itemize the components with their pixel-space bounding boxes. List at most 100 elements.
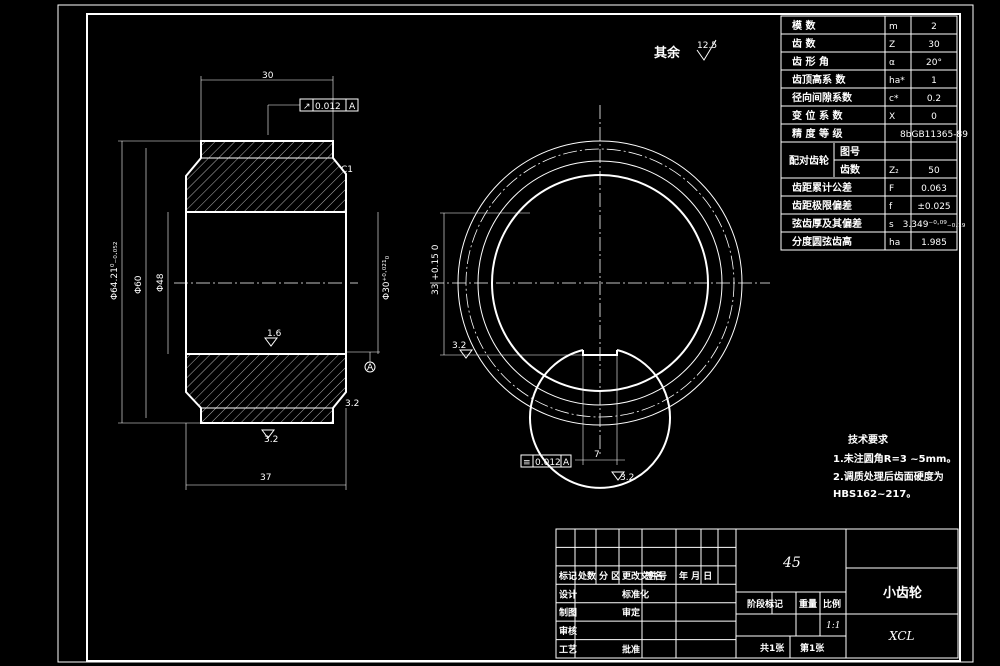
param-name: 齿 数	[792, 37, 816, 50]
param-name: 分度圆弦齿高	[792, 235, 852, 248]
roughness-icon	[264, 337, 278, 347]
tb-label: 设计	[559, 588, 577, 600]
title-block-border	[555, 528, 959, 659]
tb-label: 分 区	[599, 570, 620, 582]
bottom-hatch	[186, 354, 346, 423]
tb-label: 年 月 日	[679, 570, 712, 582]
roughness-icon	[459, 349, 473, 359]
tb-label: 审定	[622, 607, 641, 619]
param-value: 20°	[926, 58, 942, 68]
tip-circle	[457, 140, 743, 426]
param-subname: 图号	[840, 146, 860, 158]
roughness-rest-label: 其余	[654, 45, 681, 61]
param-value: 1	[931, 76, 937, 86]
part-name: 小齿轮	[883, 585, 922, 601]
tech-req-item-3: HBS162~217。	[833, 489, 916, 500]
scale-value: 1:1	[826, 621, 840, 631]
keyway-roughness: 3.2	[452, 341, 466, 351]
dim-tip-diameter: Φ64.21⁰₋₀.₀₅₂	[110, 241, 120, 300]
param-value: 50	[928, 166, 940, 176]
param-symbol: Z₂	[889, 166, 899, 176]
top-hatch	[186, 141, 346, 212]
param-symbol: f	[889, 202, 893, 212]
roughness-rest-value: 12.5	[697, 41, 717, 51]
bottom-section-outline	[185, 353, 347, 424]
tb-label: 批准	[622, 644, 640, 656]
symmetry-datum: A	[563, 458, 570, 468]
runout-tolerance-frame	[299, 98, 359, 112]
param-name: 齿距极限偏差	[792, 199, 852, 212]
title-block: 标记处数分 区更改文件号签名年 月 日设计标准化制图审定审核工艺批准 45 小齿…	[555, 528, 959, 659]
param-name: 弦齿厚及其偏差	[792, 217, 862, 230]
symmetry-symbol: ≡	[523, 458, 531, 468]
tb-label: 标准化	[621, 588, 649, 600]
param-value: 3.349⁻⁰·⁰⁹₋₀.₁₉	[903, 220, 966, 230]
keyway-width-dim: 7	[594, 450, 600, 460]
keyway	[582, 350, 618, 356]
tech-req-title: 技术要求	[848, 433, 889, 446]
tb-label: 制图	[559, 607, 577, 619]
tb-label: 更改文件号	[622, 570, 667, 582]
front-view: 33 +0.15 0 3.2 7 ≡ 0.012 A 3.2	[430, 105, 770, 489]
sheet-total: 共1张	[760, 642, 785, 654]
param-value: ±0.025	[917, 202, 950, 212]
bore-circle	[529, 349, 671, 489]
tb-label: 签名	[644, 570, 663, 582]
roughness-icon	[611, 471, 625, 481]
param-name: 变 位 系 数	[792, 109, 843, 122]
chamfer-label: C1	[341, 165, 353, 175]
root-circle	[477, 160, 723, 406]
param-symbol: ha*	[889, 76, 905, 86]
param-name: 精 度 等 级	[792, 127, 843, 140]
drawing-number: XCL	[888, 629, 915, 643]
param-symbol: s	[889, 220, 894, 230]
inner-frame	[86, 13, 961, 662]
param-symbol: ha	[889, 238, 900, 248]
tech-req-item-2: 2.调质处理后齿面硬度为	[833, 470, 944, 483]
roughness-symbol-icon	[696, 39, 717, 61]
weight-label: 重量	[799, 598, 817, 610]
param-name: 齿顶高系 数	[792, 73, 846, 86]
dim-bore-diameter: Φ30⁺⁰·⁰²¹₀	[382, 255, 392, 300]
param-subname: 齿数	[840, 163, 861, 176]
tb-label: 处数	[577, 570, 597, 582]
dim-width-top: 30	[262, 71, 274, 81]
param-symbol: X	[889, 112, 895, 122]
pitch-circle	[465, 148, 735, 418]
dim-pitch-diameter: Φ60	[134, 275, 144, 294]
material-label: 45	[782, 555, 801, 571]
param-name: 径向间隙系数	[792, 91, 853, 104]
face-roughness: 3.2	[345, 399, 359, 409]
param-name: 齿 形 角	[792, 55, 829, 68]
runout-value: 0.012	[315, 102, 341, 112]
tb-label: 审核	[559, 625, 577, 637]
datum-a-label: A	[367, 363, 374, 373]
param-symbol: α	[889, 58, 895, 68]
param-value: 1.985	[921, 238, 947, 248]
roughness-icon	[261, 429, 275, 439]
sheet-current: 第1张	[800, 642, 825, 654]
dim-root-diameter: Φ48	[156, 273, 166, 292]
tb-label: 工艺	[559, 644, 577, 656]
param-value: 0	[931, 112, 937, 122]
hub-circle	[491, 174, 709, 392]
keyway-depth-dim: 33 +0.15 0	[431, 244, 441, 295]
runout-symbol: ↗	[303, 102, 311, 112]
param-value: 30	[928, 40, 940, 50]
bore-roughness: 1.6	[267, 329, 282, 339]
param-name: 模 数	[792, 19, 816, 32]
stage-mark-label: 阶段标记	[747, 598, 783, 610]
tech-req-item-1: 1.未注圆角R=3 ~5mm。	[833, 452, 956, 465]
param-table-border	[780, 15, 958, 251]
technical-requirements: 技术要求 1.未注圆角R=3 ~5mm。 2.调质处理后齿面硬度为 HBS162…	[833, 433, 956, 500]
param-value: 2	[931, 22, 937, 32]
datum-a-circle	[364, 361, 376, 373]
param-symbol: c*	[889, 94, 899, 104]
section-view: 30 37 Φ64.21⁰₋₀.₀₅₂ Φ60 Φ48 Φ30⁺⁰·⁰²¹₀ ↗…	[110, 71, 392, 490]
param-value: 0.2	[927, 94, 941, 104]
param-name: 配对齿轮	[789, 154, 829, 167]
param-name: 齿距累计公差	[792, 181, 852, 194]
param-symbol: m	[889, 22, 898, 32]
